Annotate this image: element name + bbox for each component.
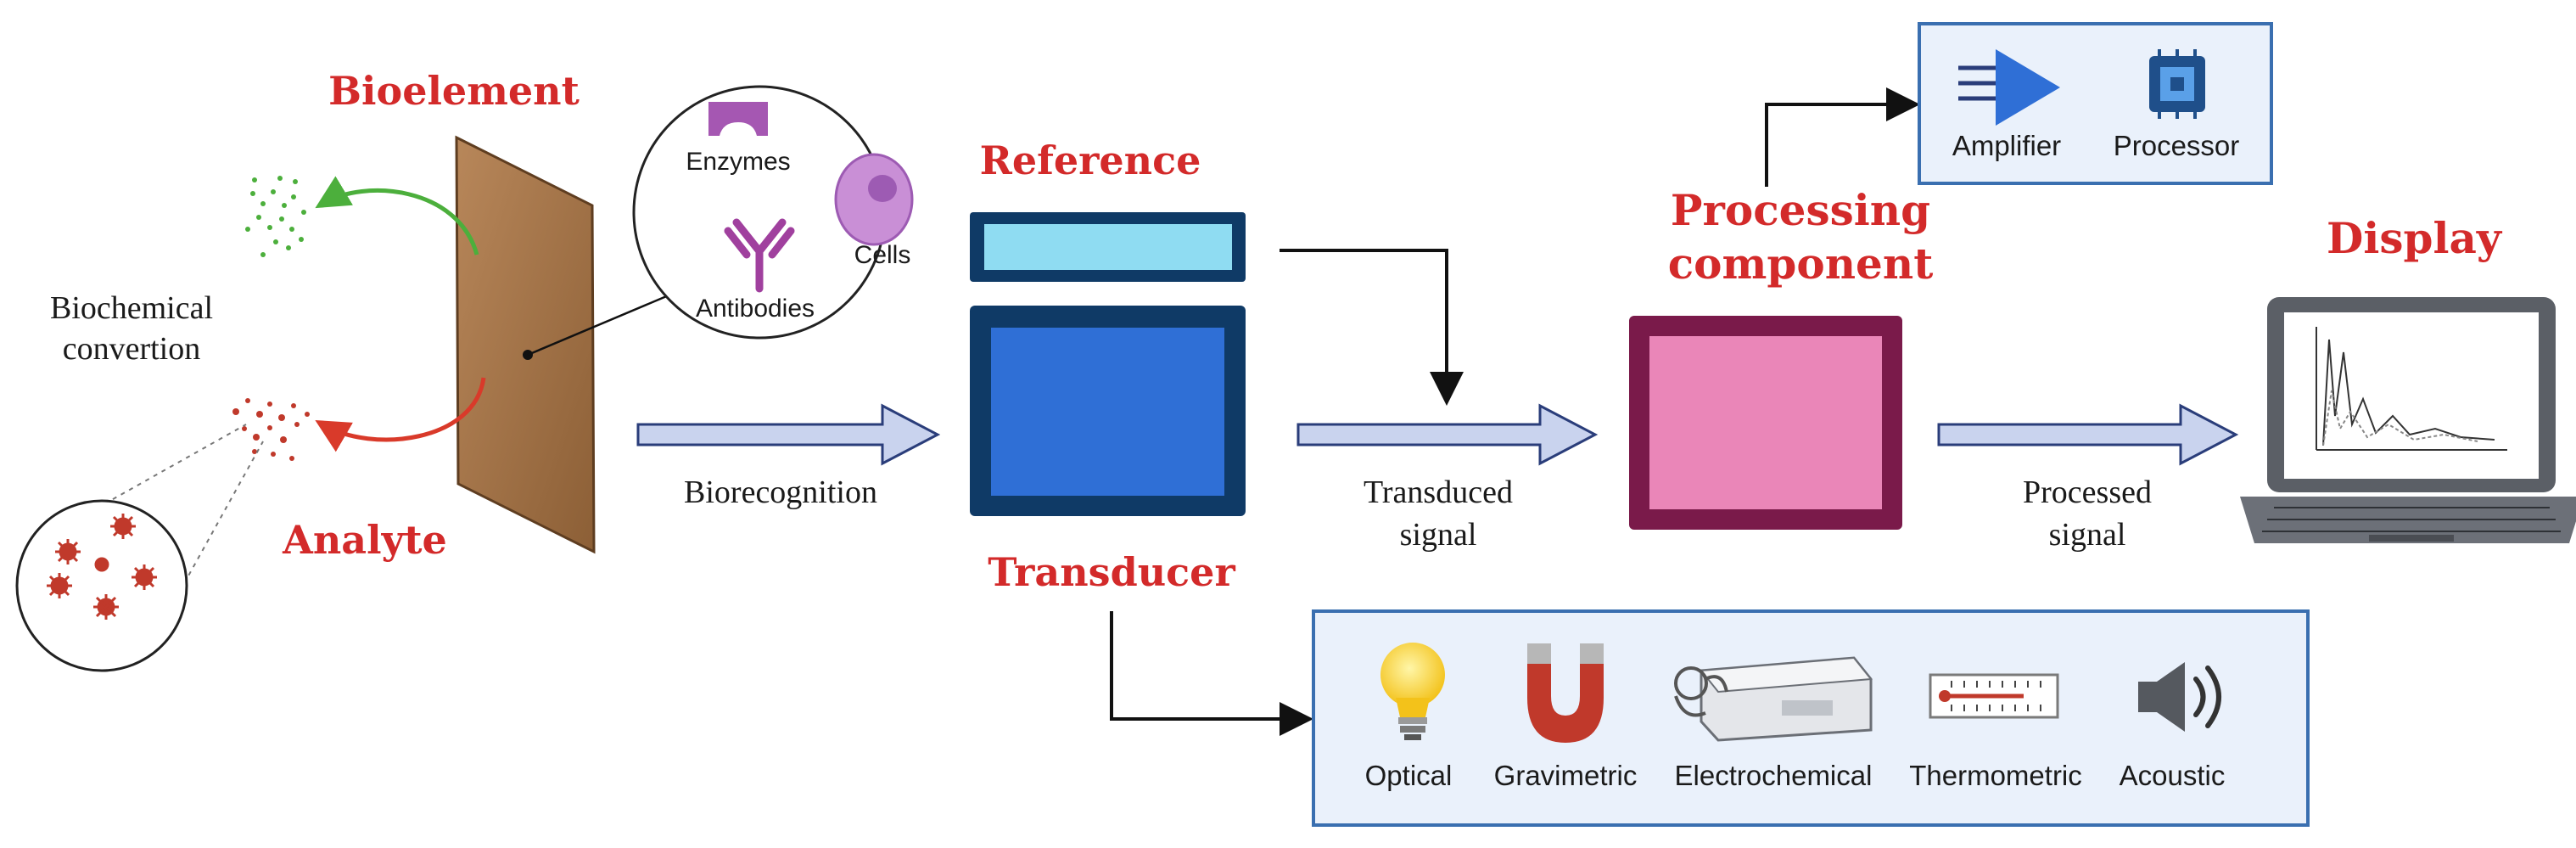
antibodies-label: Antibodies — [696, 295, 815, 323]
amplifier-icon — [1958, 49, 2060, 126]
acoustic-label: Acoustic — [2120, 760, 2226, 791]
reference-title: Reference — [980, 138, 1201, 183]
transducer-element — [991, 328, 1224, 496]
display-title: Display — [2327, 213, 2503, 263]
amplifier-label: Amplifier — [1952, 130, 2061, 161]
processed-label-line2: signal — [2049, 517, 2126, 553]
processed-signal-arrow — [1937, 403, 2239, 466]
processor-panel-connector — [1765, 87, 1920, 187]
enzymes-label: Enzymes — [686, 148, 790, 176]
analyte-sample-circle — [15, 499, 188, 672]
transducer-types-connector — [1110, 611, 1313, 736]
reference-connector — [1280, 249, 1464, 406]
thermometric-label: Thermometric — [1909, 760, 2082, 791]
display-graph — [2316, 327, 2507, 451]
transduced-label-line1: Transduced — [1364, 475, 1513, 510]
analyte-title: Analyte — [282, 517, 447, 563]
processing-title-line2: component — [1668, 239, 1934, 289]
biochemical-label-line2: convertion — [63, 331, 201, 367]
plate-connector — [527, 291, 675, 357]
product-particles — [245, 176, 306, 257]
enzyme-icon — [708, 102, 768, 136]
speaker-icon — [2138, 662, 2221, 732]
processor-label: Processor — [2114, 130, 2240, 161]
reference-element — [984, 224, 1232, 270]
light-bulb-icon — [1380, 643, 1445, 740]
biorecognition-arrow — [636, 403, 941, 466]
biochemical-label-line1: Biochemical — [50, 290, 213, 326]
processed-label-line1: Processed — [2023, 475, 2152, 510]
bioelement-title: Bioelement — [328, 68, 580, 114]
electrochemical-instrument-icon — [1674, 656, 1873, 742]
transduced-label-line2: signal — [1400, 517, 1477, 553]
laptop-icon — [2240, 297, 2576, 543]
gravimetric-label: Gravimetric — [1494, 760, 1638, 791]
thermometer-icon — [1929, 673, 2059, 719]
cells-label: Cells — [854, 241, 911, 269]
processing-element — [1649, 336, 1882, 509]
processor-chip-icon — [2149, 49, 2205, 119]
transduced-signal-arrow — [1296, 403, 1599, 466]
analyte-particles — [232, 398, 310, 461]
transducer-title: Transducer — [988, 549, 1235, 595]
cell-icon — [834, 153, 914, 246]
processor-panel — [1918, 22, 2273, 185]
analyte-molecule-icons — [47, 514, 157, 620]
processing-title-line1: Processing — [1671, 185, 1930, 235]
antibody-icon — [724, 218, 795, 293]
conversion-arrow — [315, 176, 479, 256]
electrochemical-label: Electrochemical — [1675, 760, 1873, 791]
biorecognition-label: Biorecognition — [684, 475, 877, 510]
analyte-arrow — [315, 377, 486, 452]
bioelement-plate — [455, 135, 596, 554]
magnet-icon — [1527, 643, 1604, 743]
cell-nucleus-icon — [868, 175, 897, 202]
optical-label: Optical — [1365, 760, 1453, 791]
